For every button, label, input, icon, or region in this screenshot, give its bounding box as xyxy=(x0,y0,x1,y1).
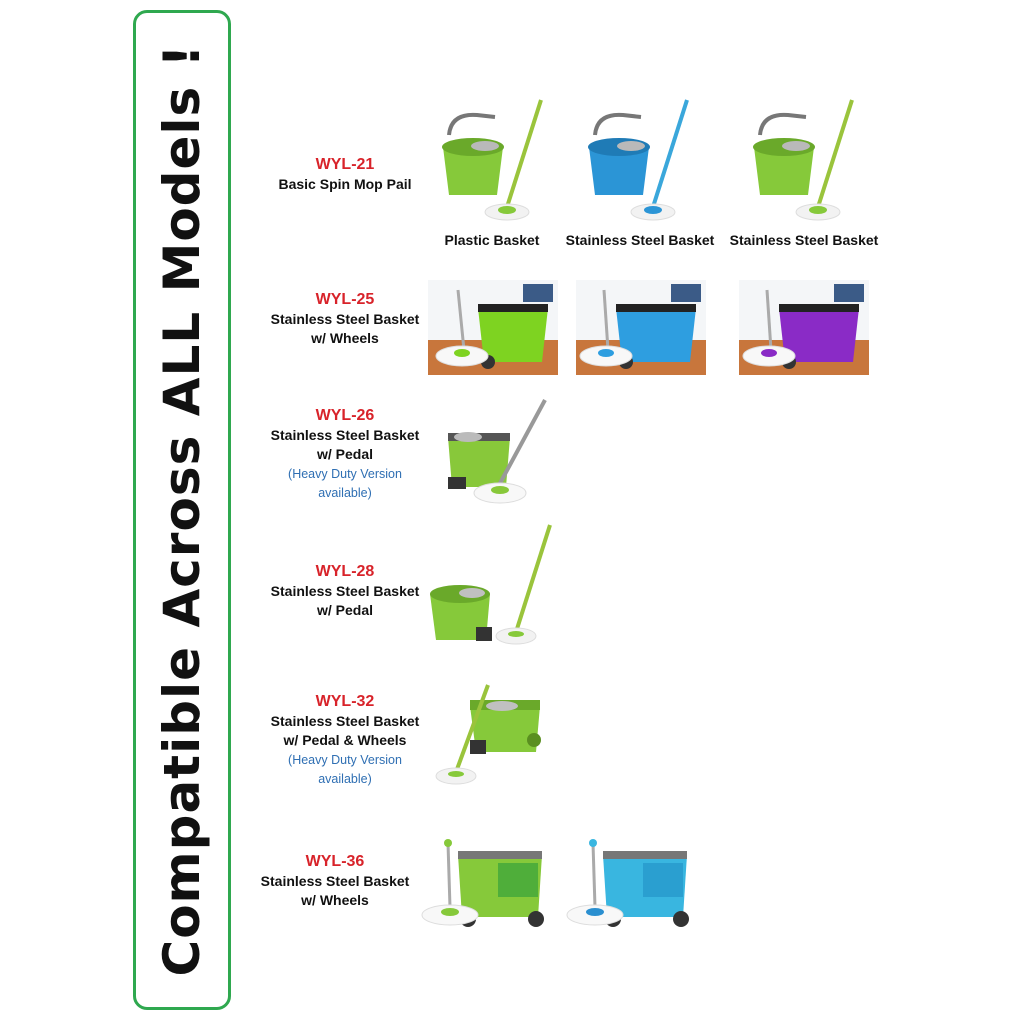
model-description: Stainless Steel Basket xyxy=(270,310,420,327)
model-description: w/ Wheels xyxy=(301,892,369,908)
caption-plastic-basket: Plastic Basket xyxy=(444,232,540,248)
model-code: WYL-25 xyxy=(315,291,375,308)
compatibility-banner: Compatible Across ALL Models ! xyxy=(133,10,231,1010)
product-image-wyl-25-blue xyxy=(576,280,706,375)
model-label-wyl-25: WYL-25 Stainless Steel Basket w/ Wheels xyxy=(245,290,445,349)
product-image-wyl-25-purple xyxy=(739,280,869,375)
model-description: w/ Pedal & Wheels xyxy=(283,732,407,748)
model-note: (Heavy Duty Version xyxy=(288,466,402,481)
model-code: WYL-28 xyxy=(315,563,375,580)
product-image-wyl-36-blue xyxy=(566,839,689,927)
model-label-wyl-21: WYL-21 Basic Spin Mop Pail xyxy=(245,155,445,194)
caption-stainless-steel-basket: Stainless Steel Basket xyxy=(729,232,879,248)
product-image-wyl-25-green xyxy=(428,280,558,375)
model-description: w/ Pedal xyxy=(316,602,374,618)
model-code: WYL-36 xyxy=(305,853,365,870)
product-image-wyl-26 xyxy=(448,399,547,504)
product-image-wyl-28 xyxy=(430,524,552,645)
model-code: WYL-32 xyxy=(315,693,375,710)
model-description: Stainless Steel Basket xyxy=(270,582,420,599)
model-label-wyl-36: WYL-36 Stainless Steel Basket w/ Wheels xyxy=(235,852,435,911)
caption-stainless-steel-basket: Stainless Steel Basket xyxy=(565,232,715,248)
product-image-wyl-32 xyxy=(435,684,541,785)
model-label-wyl-28: WYL-28 Stainless Steel Basket w/ Pedal xyxy=(245,562,445,621)
product-image-wyl-21-blue xyxy=(588,99,689,221)
banner-text: Compatible Across ALL Models ! xyxy=(153,43,211,977)
model-description: w/ Wheels xyxy=(311,330,379,346)
model-description: w/ Pedal xyxy=(316,446,374,462)
model-label-wyl-26: WYL-26 Stainless Steel Basket w/ Pedal (… xyxy=(245,406,445,504)
product-image-wyl-36-green xyxy=(421,839,544,927)
model-note: (Heavy Duty Version xyxy=(288,752,402,767)
model-description: Stainless Steel Basket xyxy=(270,426,420,443)
model-note: available) xyxy=(318,772,372,786)
model-description: Stainless Steel Basket xyxy=(260,872,410,889)
model-description: Basic Spin Mop Pail xyxy=(278,175,412,192)
model-note: available) xyxy=(318,486,372,500)
model-description: Stainless Steel Basket xyxy=(270,712,420,729)
model-code: WYL-21 xyxy=(315,156,375,173)
model-label-wyl-32: WYL-32 Stainless Steel Basket w/ Pedal &… xyxy=(245,692,445,790)
product-image-wyl-21-green xyxy=(442,99,543,221)
product-image-wyl-21-green-steel xyxy=(753,99,854,221)
model-code: WYL-26 xyxy=(315,407,375,424)
